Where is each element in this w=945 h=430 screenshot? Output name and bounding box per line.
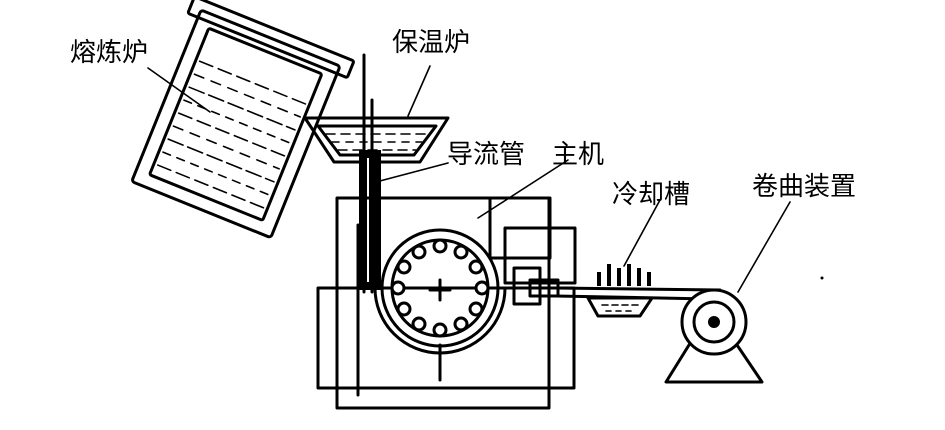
cooling-nozzles [597, 264, 651, 286]
casting-wheel [380, 228, 500, 348]
coiling-device-leader [737, 201, 791, 293]
molten-metal-lines [156, 60, 307, 209]
wheel-holes [390, 238, 490, 338]
coiling-device [664, 288, 764, 384]
stray-dot [820, 276, 824, 280]
melting-furnace [131, 0, 355, 239]
main-machine-label: 主机 [552, 140, 605, 170]
wheel-belt [373, 286, 507, 355]
melting-furnace-label: 熔炼炉 [70, 38, 149, 68]
holding-furnace-leader [407, 65, 431, 117]
holding-metal-lines [325, 133, 429, 151]
guide-pipe [359, 53, 381, 294]
guide-pipe-label: 导流管 [447, 140, 526, 170]
main-machine-leader [477, 159, 569, 219]
holding-furnace-label: 保温炉 [392, 28, 471, 58]
guide-pipe-leader [375, 162, 449, 183]
cooling-tank [586, 264, 654, 318]
coiling-device-label: 卷曲装置 [752, 172, 857, 202]
cooling-tank-leader [623, 199, 661, 267]
melting-furnace-leader [147, 67, 211, 113]
main-machine [316, 196, 577, 410]
cooling-tank-label: 冷却槽 [612, 180, 691, 210]
